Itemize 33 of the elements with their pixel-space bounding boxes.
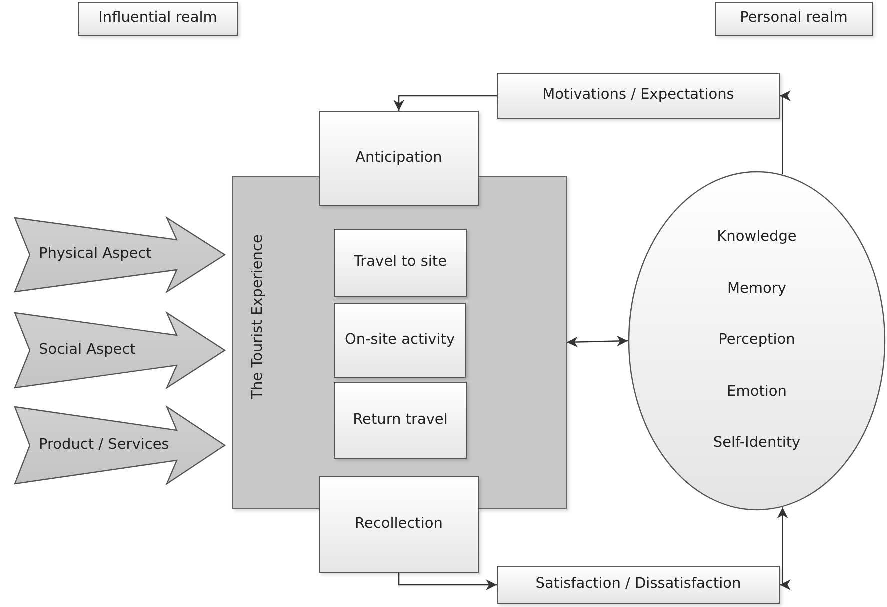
process-box (497, 566, 780, 604)
box-label: On-site activity (344, 330, 456, 350)
box-label: Product / Services (39, 436, 170, 455)
vertical-heading: The Tourist Experience (249, 234, 268, 400)
connector-arrow (780, 90, 791, 174)
process-box (334, 382, 467, 459)
box-label: Anticipation (356, 148, 442, 168)
box-label: Motivations / Expectations (542, 86, 734, 106)
process-box (319, 476, 479, 573)
box-label: Satisfaction / Dissatisfaction (536, 575, 742, 594)
process-box (319, 111, 479, 206)
box-label: Physical Aspect (39, 245, 152, 264)
realm-item: Self-Identity (713, 434, 801, 454)
realm-item: Memory (728, 280, 786, 299)
box-label: Influential realm (98, 9, 218, 28)
connector-arrow (394, 95, 497, 111)
process-box (334, 229, 467, 297)
process-box (334, 303, 466, 378)
connector-arrow (566, 336, 628, 348)
box-label: Return travel (353, 410, 448, 430)
connector-arrow (777, 508, 791, 590)
realm-item: Knowledge (717, 228, 797, 248)
realm-item: Perception (718, 331, 796, 350)
process-box (715, 2, 873, 36)
realm-item: Emotion (727, 382, 787, 402)
box-label: Social Aspect (39, 340, 136, 360)
stage-panel (232, 176, 567, 509)
box-label: Personal realm (740, 9, 848, 28)
connector-arrow (398, 573, 497, 590)
box-label: Travel to site (354, 253, 448, 272)
process-box (78, 2, 238, 36)
box-label: Recollection (355, 514, 443, 534)
process-box (497, 73, 780, 119)
